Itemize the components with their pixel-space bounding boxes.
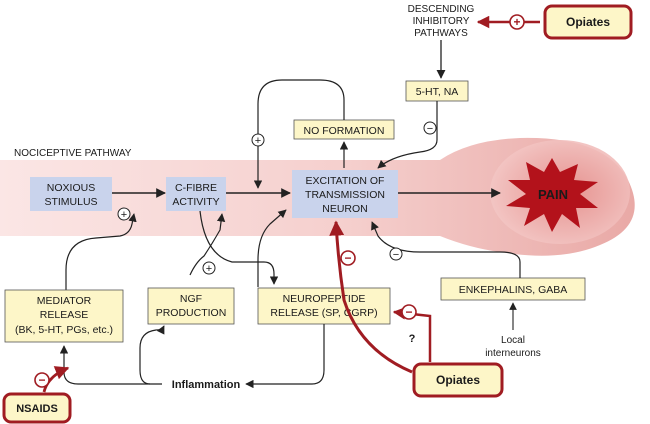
pathway-label: NOCICEPTIVE PATHWAY	[14, 148, 132, 159]
plus-no-label: +	[255, 135, 261, 147]
mediator-line2: RELEASE	[40, 309, 88, 321]
inflammation-label: Inflammation	[172, 379, 241, 391]
mediator-line3: (BK, 5-HT, PGs, etc.)	[15, 324, 113, 336]
arrow-opiates-to-neuropeptide	[392, 307, 432, 362]
excitation-line2: TRANSMISSION	[305, 189, 385, 201]
opiates-top-box: Opiates	[543, 4, 633, 40]
nsaids-label: NSAIDS	[16, 403, 58, 415]
ngf-line2: PRODUCTION	[156, 307, 227, 319]
minus-opiates-excitation-label: −	[344, 251, 351, 265]
minus-sign-5ht: −	[423, 121, 437, 135]
noxious-stimulus-box: NOXIOUS STIMULUS	[30, 177, 112, 211]
arrow-neuropeptide-to-inflammation	[245, 324, 325, 389]
plus-sign-opiates-top: +	[509, 14, 525, 30]
no-formation-label: NO FORMATION	[304, 125, 385, 137]
noxious-line1: NOXIOUS	[47, 182, 95, 194]
minus-sign-opiates-neuropeptide: −	[401, 304, 417, 320]
arrow-enkephalins-to-excitation	[371, 221, 521, 278]
descending-line2: INHIBITORY	[413, 16, 470, 27]
plus-sign-no: +	[251, 133, 265, 147]
descending-line1: DESCENDING	[408, 4, 475, 15]
neuropeptide-line2: RELEASE (SP, CGRP)	[270, 307, 377, 319]
opiates-bottom-label: Opiates	[436, 373, 480, 387]
nsaids-box: NSAIDS	[2, 392, 72, 424]
descending-line3: PATHWAYS	[414, 28, 468, 39]
enkephalins-gaba-box: ENKEPHALINS, GABA	[440, 277, 586, 301]
minus-enkephalins-label: −	[393, 249, 399, 261]
no-formation-box: NO FORMATION	[293, 119, 395, 140]
excitation-box: EXCITATION OF TRANSMISSION NEURON	[292, 170, 398, 218]
noxious-line2: STIMULUS	[44, 196, 97, 208]
excitation-line3: NEURON	[322, 203, 368, 215]
minus-sign-nsaids: −	[34, 372, 50, 388]
plus-opiates-top-label: +	[513, 15, 520, 29]
arrow-neuropeptide-to-excitation	[257, 209, 287, 287]
minus-sign-opiates-excitation: −	[340, 250, 356, 266]
arrow-mediator-to-stimulus	[65, 213, 137, 290]
cfibre-line2: ACTIVITY	[172, 196, 219, 208]
minus-sign-enkephalins: −	[389, 247, 403, 261]
minus-nsaids-label: −	[38, 373, 45, 387]
plus-mediator-label: +	[121, 209, 127, 221]
arrow-inflammation-to-ngf	[139, 325, 165, 385]
neuropeptide-line1: NEUROPEPTIDE	[283, 293, 366, 305]
pain-label: PAIN	[538, 187, 568, 202]
enkephalins-label: ENKEPHALINS, GABA	[459, 284, 568, 296]
plus-ngf-label: +	[206, 263, 212, 275]
arrow-nsaids-to-mediator	[42, 366, 70, 393]
arrow-cfibre-to-neuropeptide	[199, 210, 279, 285]
arrow-ngf-to-cfibre	[189, 213, 226, 276]
mediator-line1: MEDIATOR	[37, 295, 92, 307]
cfibre-activity-box: C-FIBRE ACTIVITY	[166, 177, 226, 211]
opiates-bottom-box: Opiates	[412, 362, 504, 398]
arrow-inflammation-to-mediator	[59, 345, 162, 385]
mediator-release-box: MEDIATOR RELEASE (BK, 5-HT, PGs, etc.)	[4, 289, 124, 343]
minus-5ht-label: −	[427, 123, 433, 135]
5ht-na-box: 5-HT, NA	[405, 80, 469, 102]
descending-label: DESCENDING INHIBITORY PATHWAYS	[408, 4, 475, 39]
opiates-top-label: Opiates	[566, 15, 610, 29]
interneurons-line2: interneurons	[485, 348, 541, 359]
plus-sign-mediator: +	[117, 207, 131, 221]
cfibre-line1: C-FIBRE	[175, 182, 217, 194]
minus-opiates-neuropeptide-label: −	[405, 305, 412, 319]
excitation-line1: EXCITATION OF	[306, 175, 385, 187]
no-feedback-arrow	[253, 79, 345, 189]
ngf-production-box: NGF PRODUCTION	[147, 287, 235, 325]
plus-sign-ngf: +	[202, 261, 216, 275]
pain-burst: PAIN	[506, 158, 598, 232]
neuropeptide-release-box: NEUROPEPTIDE RELEASE (SP, CGRP)	[257, 287, 391, 325]
5ht-na-label: 5-HT, NA	[416, 86, 459, 98]
question-mark: ?	[409, 333, 416, 345]
ngf-line1: NGF	[180, 293, 202, 305]
arrow-5ht-to-excitation	[377, 101, 438, 169]
interneurons-line1: Local	[501, 335, 525, 346]
arrow-opiates-to-excitation	[329, 220, 413, 374]
